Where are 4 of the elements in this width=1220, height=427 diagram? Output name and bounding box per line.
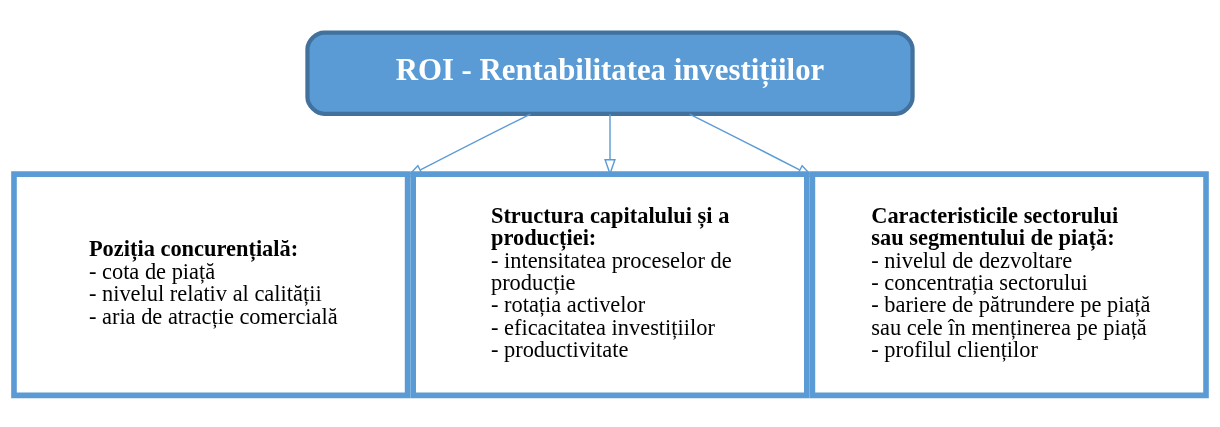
node-box: Caracteristicile sectorului sau segmentului de piață: - nivelul de dezvoltare - concentrația sectorului - bariere de pătrundere pe piață sau cele în menținerea pe piață - profilul clienților: [809, 170, 1209, 398]
node-box: Poziția concurențială: - cota de piață - nivelul relativ al calității - aria de atracție comercială: [11, 170, 411, 398]
node-box: ROI - Rentabilitatea investițiilor: [305, 30, 915, 116]
node-box: Structura capitalului și a producției: - intensitatea proceselor de producție - rotația activelor - eficacitatea investițiilor - productivitate: [410, 170, 810, 398]
